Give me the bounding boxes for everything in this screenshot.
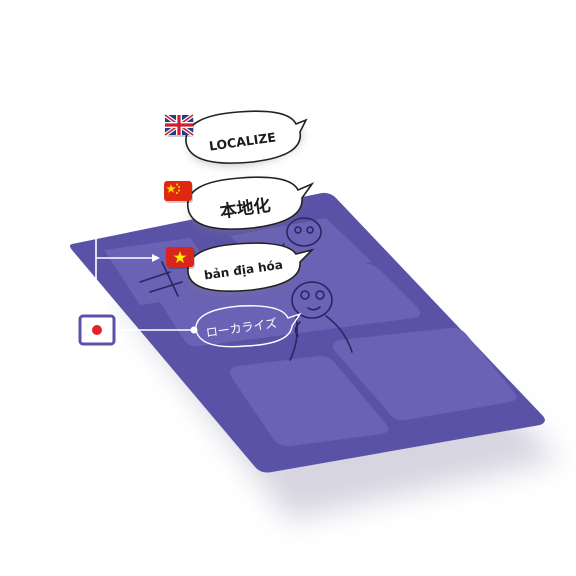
comic-character: [289, 281, 353, 361]
speech-bubble-chinese: 本地化: [187, 176, 315, 234]
comic-panel: [230, 355, 389, 447]
vietnam-flag-icon: [166, 247, 195, 269]
japan-flag-icon: [78, 314, 116, 346]
connector-arrow: [152, 254, 160, 262]
speech-bubble-english: LOCALIZE: [185, 110, 308, 166]
comic-panel: [332, 327, 517, 421]
comic-character: [139, 261, 183, 297]
china-flag-icon: [164, 181, 193, 203]
united-kingdom-flag-icon: [163, 113, 195, 137]
comic-board: [70, 192, 545, 473]
speech-bubble-vietnamese: bản địa hóa: [187, 242, 315, 296]
